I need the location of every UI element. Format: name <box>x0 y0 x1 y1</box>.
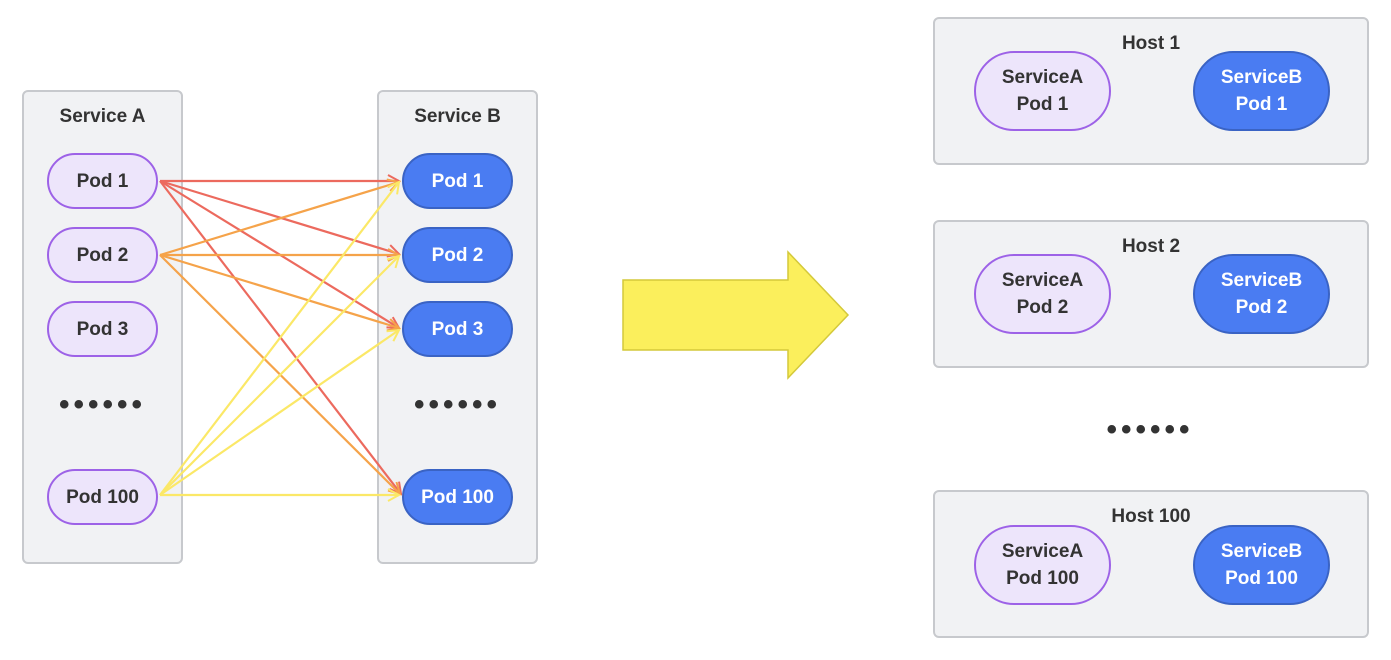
host-2-service-b-line2: Pod 2 <box>1235 297 1288 318</box>
host-1-service-b-pod: ServiceB Pod 1 <box>1193 51 1330 131</box>
link-a100-b3 <box>159 330 399 496</box>
host-100-service-b-line2: Pod 100 <box>1225 568 1298 589</box>
host-2-service-a-line1: ServiceA <box>1001 270 1084 291</box>
host-1-service-b-line1: ServiceB <box>1220 67 1303 88</box>
service-b-pod-1: Pod 1 <box>402 153 513 209</box>
hosts-ellipsis: •••••• <box>1106 413 1194 446</box>
host-1-title: Host 1 <box>1121 33 1181 54</box>
host-100-service-a-pod: ServiceA Pod 100 <box>974 525 1111 605</box>
link-a100-b2 <box>159 256 399 496</box>
link-a2-b1 <box>159 182 399 257</box>
service-a-pod-1: Pod 1 <box>47 153 158 209</box>
host-2-service-b-pod: ServiceB Pod 2 <box>1193 254 1330 334</box>
service-b-title: Service B <box>414 106 501 127</box>
host-1-service-b-line2: Pod 1 <box>1235 94 1288 115</box>
host-100-service-b-pod: ServiceB Pod 100 <box>1193 525 1330 605</box>
host-1-service-a-line2: Pod 1 <box>1016 94 1069 115</box>
service-b-pod-100: Pod 100 <box>402 469 513 525</box>
host-2-service-b-line1: ServiceB <box>1220 270 1303 291</box>
link-a2-b3 <box>159 253 399 328</box>
host-100-service-a-line1: ServiceA <box>1001 541 1084 562</box>
transition-arrow <box>622 250 850 380</box>
host-2-service-a-line2: Pod 2 <box>1016 297 1069 318</box>
service-b-pod-2: Pod 2 <box>402 227 513 283</box>
host-1-service-a-pod: ServiceA Pod 1 <box>974 51 1111 131</box>
service-a-title: Service A <box>59 106 146 127</box>
service-a-pod-3: Pod 3 <box>47 301 158 357</box>
host-100-title: Host 100 <box>1111 506 1191 527</box>
host-2-service-a-pod: ServiceA Pod 2 <box>974 254 1111 334</box>
service-b-ellipsis: •••••• <box>413 388 502 421</box>
host-1-service-a-line1: ServiceA <box>1001 67 1084 88</box>
service-b-pod-3: Pod 3 <box>402 301 513 357</box>
host-100-service-b-line1: ServiceB <box>1220 541 1303 562</box>
link-a100-b1 <box>159 182 399 496</box>
service-a-ellipsis: •••••• <box>58 388 147 421</box>
host-2-title: Host 2 <box>1121 236 1181 257</box>
service-a-pod-2: Pod 2 <box>47 227 158 283</box>
host-100-service-a-line2: Pod 100 <box>1006 568 1079 589</box>
service-a-pod-100: Pod 100 <box>47 469 158 525</box>
